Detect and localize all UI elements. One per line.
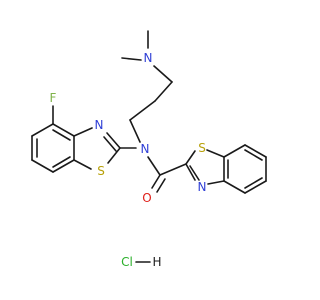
dimethylamine-n: N (144, 51, 153, 65)
bond-lines (31, 30, 267, 263)
bond (206, 149, 225, 158)
bond (159, 163, 187, 176)
bond (244, 149, 263, 161)
fluoro-f: F (50, 91, 57, 105)
bond (244, 180, 267, 194)
left-thiazole-s: S (97, 164, 105, 178)
bond (156, 178, 166, 193)
bond (106, 132, 121, 149)
bond (154, 81, 173, 102)
hydrochloride-cl: Cl (121, 255, 133, 269)
bond (52, 123, 75, 137)
bond (153, 65, 173, 83)
bond (129, 100, 156, 121)
bond (129, 119, 141, 143)
right-thiazole-s: S (198, 141, 206, 155)
bond (107, 147, 121, 164)
molecule-structure-diagram: N N O F N S S N Cl H (31, 30, 267, 269)
hydrochloride-h: H (152, 255, 161, 269)
bond (121, 57, 142, 61)
bond (31, 159, 54, 173)
bond (244, 144, 267, 158)
bond (31, 123, 54, 137)
carbonyl-o: O (142, 191, 151, 205)
bond (52, 156, 71, 168)
bond (73, 159, 92, 170)
bond (189, 165, 200, 181)
bond (207, 180, 225, 185)
left-thiazole-n: N (95, 118, 104, 132)
bond (244, 177, 263, 189)
right-thiazole-n: N (198, 180, 207, 194)
bond (73, 127, 93, 137)
bond (147, 156, 161, 176)
bond (223, 180, 246, 194)
bond (52, 129, 71, 141)
amide-n: N (141, 142, 150, 156)
atom-labels: N N O F N S S N Cl H (50, 51, 207, 269)
bond (52, 159, 75, 173)
bond (151, 174, 161, 189)
bond (103, 136, 117, 152)
bond (185, 150, 196, 165)
bond (185, 163, 196, 181)
bond (223, 144, 246, 158)
